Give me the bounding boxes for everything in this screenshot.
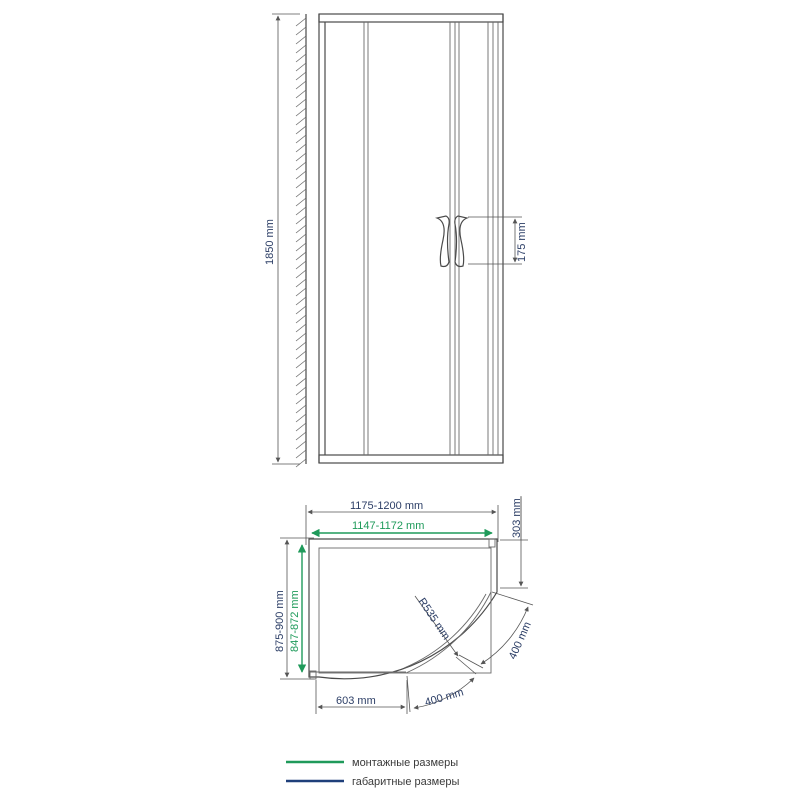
hatch-stroke [295,395,307,405]
hatch-stroke [295,80,307,90]
hatch-stroke [295,215,307,225]
hatch-stroke [295,170,307,180]
hatch-stroke [295,62,307,72]
top-offset-dimension [500,496,528,589]
hatch-stroke [295,296,307,306]
door-swing-bottom [406,656,477,713]
wall-hatch [295,14,307,468]
label-inner-width: 1147-1172 mm [352,520,424,532]
hatch-stroke [295,71,307,81]
legend-mounting-label: монтажные размеры [352,757,458,769]
hatch-stroke [295,269,307,279]
hatch-stroke [295,368,307,378]
hatch-stroke [295,440,307,450]
hatch-stroke [295,242,307,252]
hatch-stroke [295,161,307,171]
door-handles [434,215,470,268]
hatch-stroke [295,287,307,297]
hatch-stroke [295,26,307,36]
hatch-stroke [295,143,307,153]
shower-tray [308,538,498,680]
hatch-stroke [295,179,307,189]
hatch-stroke [295,323,307,333]
label-inner-depth: 847-872 mm [289,590,301,652]
hatch-stroke [295,377,307,387]
hatch-stroke [295,35,307,45]
handle-dimension [468,216,522,265]
hatch-stroke [295,134,307,144]
outer-depth-dimension [280,537,314,680]
plan-view [280,496,534,714]
hatch-stroke [295,260,307,270]
label-door-bottom: 400 mm [424,686,466,708]
hatch-stroke [295,233,307,243]
legend-overall-label: габаритные размеры [352,776,459,788]
hatch-stroke [295,359,307,369]
hatch-stroke [295,107,307,117]
front-elevation [272,13,522,468]
hatch-stroke [295,251,307,261]
hatch-stroke [295,332,307,342]
hatch-stroke [295,188,307,198]
hatch-stroke [295,224,307,234]
label-outer-width: 1175-1200 mm [350,500,423,512]
hatch-stroke [295,98,307,108]
hatch-stroke [295,422,307,432]
hatch-stroke [295,197,307,207]
hatch-stroke [295,206,307,216]
hatch-stroke [295,152,307,162]
hatch-stroke [295,278,307,288]
hatch-stroke [295,431,307,441]
hatch-stroke [295,17,307,27]
label-outer-depth: 875-900 mm [274,590,286,652]
label-bottom-left: 603 mm [336,695,376,707]
door-swing-right [458,591,534,669]
hatch-stroke [295,89,307,99]
hatch-stroke [295,413,307,423]
enclosure-frame [318,13,504,464]
label-radius: R535 mm [416,596,453,642]
label-top-offset: 303 mm [511,498,523,538]
hatch-stroke [295,458,307,468]
hatch-stroke [295,44,307,54]
legend: монтажные размеры габаритные размеры [286,757,459,788]
height-dimension [272,13,300,465]
label-door-right: 400 mm [507,620,534,661]
hatch-stroke [295,125,307,135]
hatch-stroke [295,305,307,315]
hatch-stroke [295,314,307,324]
label-height: 1850 mm [264,219,276,265]
label-handle-height: 175 mm [516,222,528,262]
hatch-stroke [295,341,307,351]
hatch-stroke [295,116,307,126]
hatch-stroke [295,404,307,414]
radius-line [414,595,459,657]
hatch-stroke [295,386,307,396]
hatch-stroke [295,449,307,459]
hatch-stroke [295,350,307,360]
bottom-left-dimension [315,680,408,714]
hatch-stroke [295,53,307,63]
